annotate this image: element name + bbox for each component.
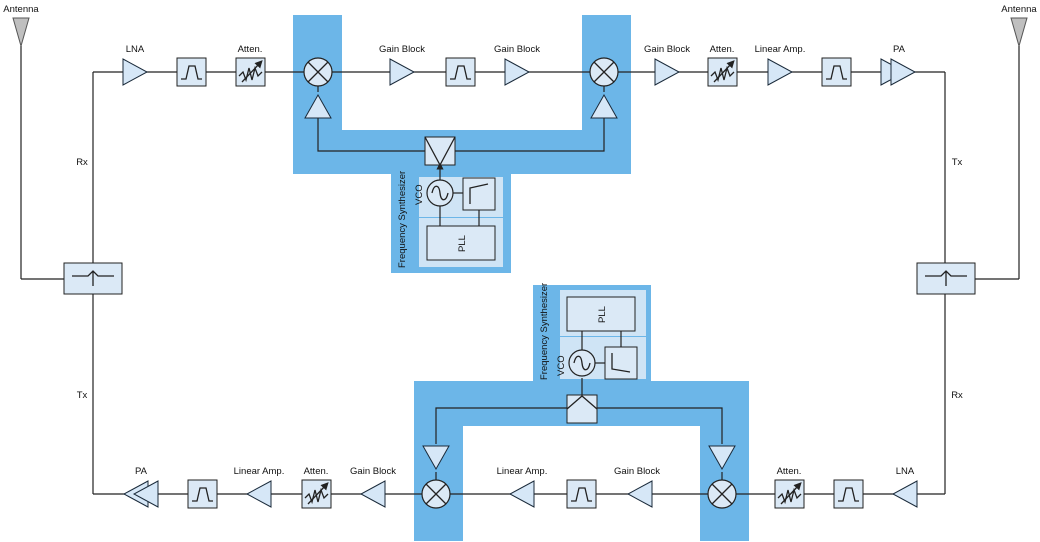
rx-left-label: Rx <box>76 157 88 168</box>
top-pll-label: PLL <box>457 235 468 252</box>
top-lo-band <box>293 15 631 174</box>
top-bandpass-filter-3 <box>821 57 852 87</box>
bottom-loop-filter <box>604 346 638 380</box>
top-gain-block-3 <box>654 58 681 86</box>
bottom-linear-amplifier-1 <box>245 480 272 508</box>
attenuator-icon <box>238 65 263 83</box>
sine-wave-icon <box>431 185 449 201</box>
mixer-icon <box>711 483 733 505</box>
duplexer-icon <box>925 270 967 286</box>
bottom-pa-label: PA <box>135 466 148 477</box>
bottom-lo-amplifier-1 <box>422 445 450 471</box>
bandpass-filter-icon <box>826 65 847 80</box>
bottom-signal-path <box>93 378 945 495</box>
sine-wave-icon <box>573 355 591 371</box>
bottom-lo-amplifier-2 <box>708 445 736 471</box>
left-antenna <box>12 17 64 280</box>
antenna-left-label: Antenna <box>3 4 39 15</box>
splitter-icon <box>566 395 598 410</box>
top-lo-amplifier-1 <box>304 93 332 119</box>
top-vco-label: VCO <box>414 184 425 205</box>
bottom-pll-label: PLL <box>597 306 608 323</box>
attenuator-icon <box>710 65 735 83</box>
bandpass-filter-icon <box>192 487 213 502</box>
top-linear-amplifier <box>767 58 794 86</box>
lowpass-filter-icon <box>469 183 489 204</box>
mixer-icon <box>425 483 447 505</box>
bottom-linear1-label: Linear Amp. <box>234 466 285 477</box>
bottom-lo-band <box>414 381 749 541</box>
bottom-linear-amplifier-2 <box>508 480 535 508</box>
tx-right-label: Tx <box>952 157 963 168</box>
top-gain2-label: Gain Block <box>494 44 540 55</box>
attenuator-icon <box>304 487 329 505</box>
bottom-gain-block-1 <box>359 480 386 508</box>
bottom-gain-block-2 <box>626 480 653 508</box>
bottom-bandpass-filter-3 <box>833 479 864 509</box>
bottom-freq-synth-label: Frequency Synthesizer <box>539 283 550 380</box>
top-lna-amplifier <box>122 58 149 86</box>
top-gain-block-2 <box>504 58 531 86</box>
top-pa-label: PA <box>893 44 906 55</box>
top-lo-amplifier-2 <box>590 93 618 119</box>
top-lo-splitter <box>424 136 456 166</box>
bottom-linear2-label: Linear Amp. <box>497 466 548 477</box>
top-bandpass-filter-2 <box>445 57 476 87</box>
top-gain-block-1 <box>389 58 416 86</box>
top-gain3-label: Gain Block <box>644 44 690 55</box>
rx-right-label: Rx <box>951 390 963 401</box>
top-gain1-label: Gain Block <box>379 44 425 55</box>
top-atten2-label: Atten. <box>710 44 735 55</box>
bottom-pll-block <box>566 296 636 332</box>
top-loop-filter <box>462 177 496 211</box>
bottom-gain2-label: Gain Block <box>614 466 660 477</box>
bandpass-filter-icon <box>450 65 471 80</box>
bandpass-filter-icon <box>838 487 859 502</box>
bottom-bandpass-filter-2 <box>566 479 597 509</box>
top-lna-label: LNA <box>126 44 145 55</box>
bottom-lna-label: LNA <box>896 466 915 477</box>
bottom-atten2-label: Atten. <box>777 466 802 477</box>
bandpass-filter-icon <box>571 487 592 502</box>
duplexer-icon <box>72 270 114 286</box>
bottom-vco-label: VCO <box>556 355 567 376</box>
lowpass-filter-icon <box>611 353 631 373</box>
antenna-right-label: Antenna <box>1001 4 1037 15</box>
top-freq-synth-label: Frequency Synthesizer <box>397 171 408 268</box>
bottom-bandpass-filter-1 <box>187 479 218 509</box>
top-bandpass-filter-1 <box>176 57 207 87</box>
bottom-lo-splitter <box>566 394 598 424</box>
mixer-icon <box>593 61 615 83</box>
top-linear-label: Linear Amp. <box>755 44 806 55</box>
top-atten1-label: Atten. <box>238 44 263 55</box>
splitter-icon <box>424 136 456 167</box>
bottom-atten1-label: Atten. <box>304 466 329 477</box>
bottom-gain1-label: Gain Block <box>350 466 396 477</box>
mixer-icon <box>307 61 329 83</box>
right-antenna <box>975 17 1028 280</box>
bottom-lna-amplifier <box>891 480 918 508</box>
top-pll-block <box>426 225 496 261</box>
tx-left-label: Tx <box>77 390 88 401</box>
bandpass-filter-icon <box>181 65 202 80</box>
attenuator-icon <box>777 487 802 505</box>
